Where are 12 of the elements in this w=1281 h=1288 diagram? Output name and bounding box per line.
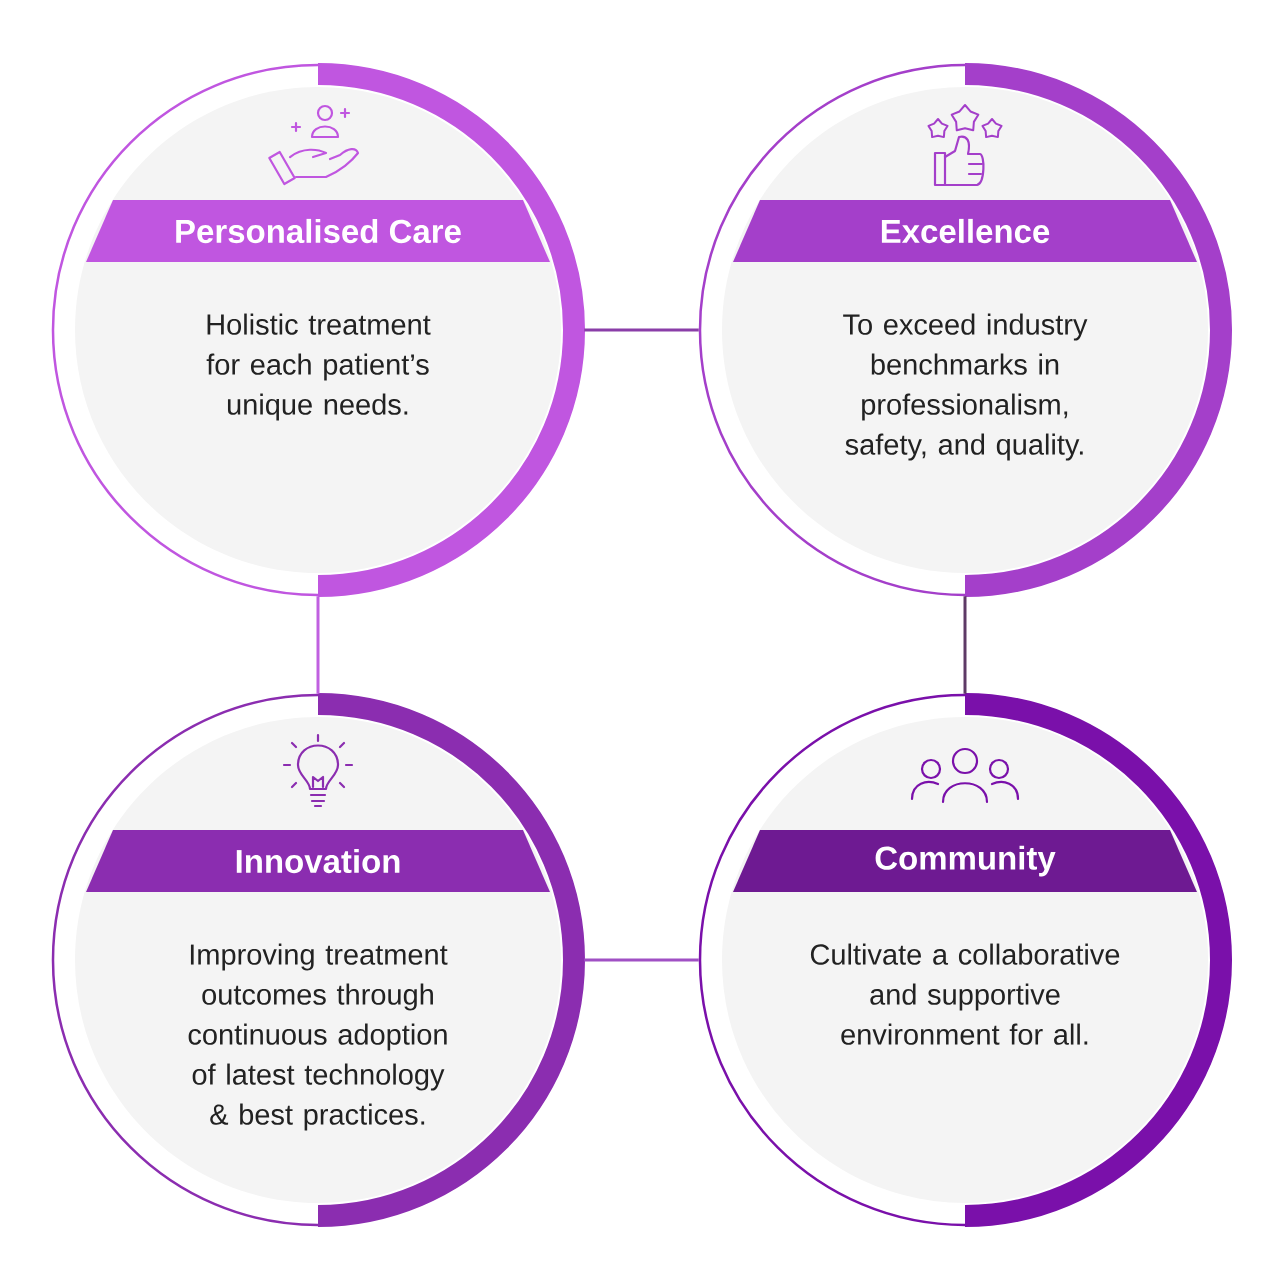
heading-band: Innovation [86,830,550,892]
connector-line [316,596,320,694]
body-text: Holistic treatment for each patient’s unique needs. [206,313,431,421]
connector-line [963,596,967,694]
heading-band: Community [733,830,1197,892]
heading-band: Personalised Care [86,200,550,262]
body-text: Improving treatment outcomes through continuous adoption of latest technology & best practices. [188,943,448,1131]
connector-line [584,328,699,332]
body-text: Cultivate a collaborative and supportive environment for all. [810,943,1120,1045]
heading-band: Excellence [733,200,1197,262]
body-text: To exceed industry benchmarks in professionalism, safety, and quality. [843,313,1088,461]
connector-line [584,958,699,962]
